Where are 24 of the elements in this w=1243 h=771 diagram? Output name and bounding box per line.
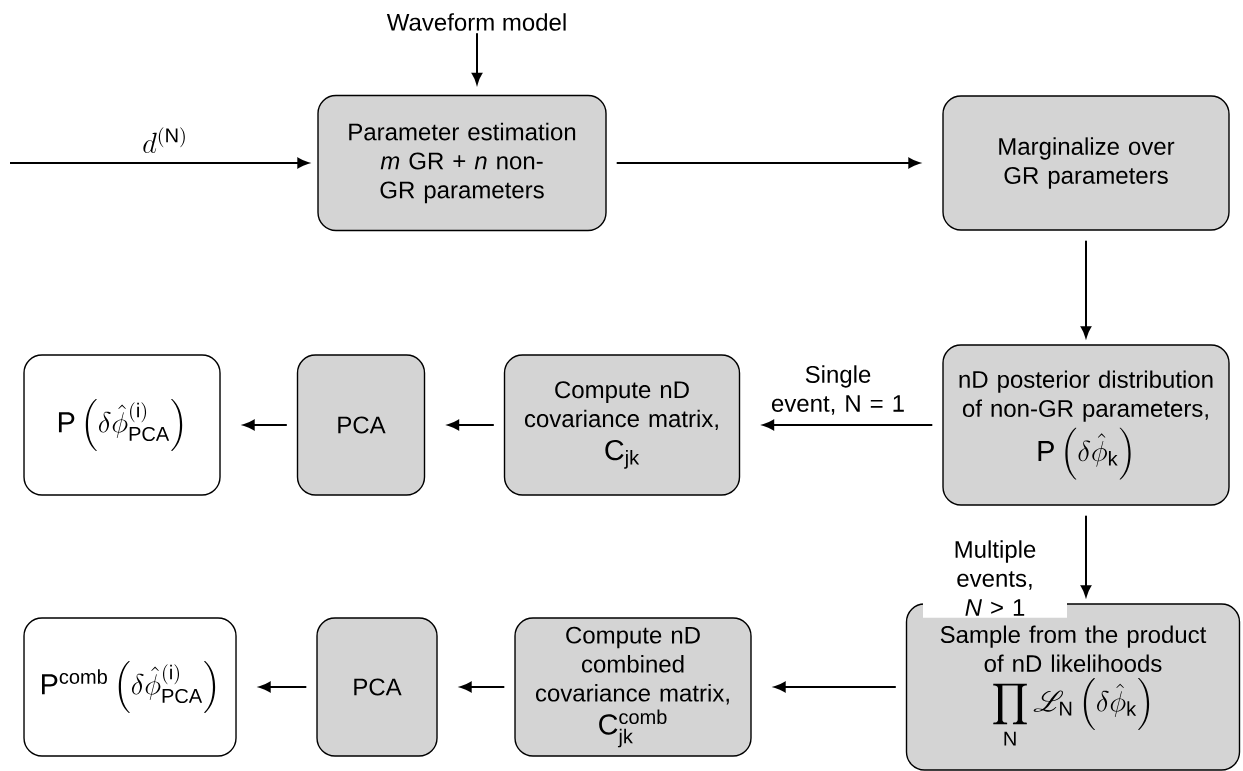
process-box: Compute nD combined covariance matrix, $\mathrm{C}^{\mathrm{comb}}_{\mathrm{jk}}$ [514,617,752,757]
process-box: Compute nD covariance matrix, $\mathrm{C}_{\mathrm{jk}}$ [503,354,741,496]
arrow [9,157,309,169]
arrow [460,681,506,693]
arrow [774,681,897,693]
process-box: nD posterior distribution of non-GR parameters, $\mathrm{P}\left(\delta\hat{\phi}_{\mathrm{k}}\right)$ [942,344,1230,506]
edge-label: $d^{(\mathrm{N})}$ [140,125,190,155]
arrow [1080,239,1092,338]
result-box: $\mathrm{P}\left(\delta\hat{\phi}^{(\mathrm{i})}_{\mathrm{PCA}}\right)$ [23,354,221,496]
arrow [762,419,934,431]
arrow [1080,514,1092,597]
process-box: PCA [316,617,438,757]
arrow [259,681,308,693]
process-box: Parameter estimation m GR + n non-GR parameters [317,94,607,232]
process-box: PCA [296,354,426,496]
edge-label: Multiple events, N > 1 [923,538,1067,618]
process-box: Marginalize over GR parameters [942,95,1230,231]
input-label: Waveform model [386,13,566,31]
edge-label: Single event, N = 1 [756,363,920,417]
arrow [615,157,920,169]
arrow [471,32,483,85]
result-box: $\mathrm{P}^{\mathrm{comb}}\left(\delta\hat{\phi}^{(\mathrm{i})}_{\mathrm{PCA}}\right)$ [23,617,237,757]
arrow [243,419,288,431]
arrow [447,419,495,431]
